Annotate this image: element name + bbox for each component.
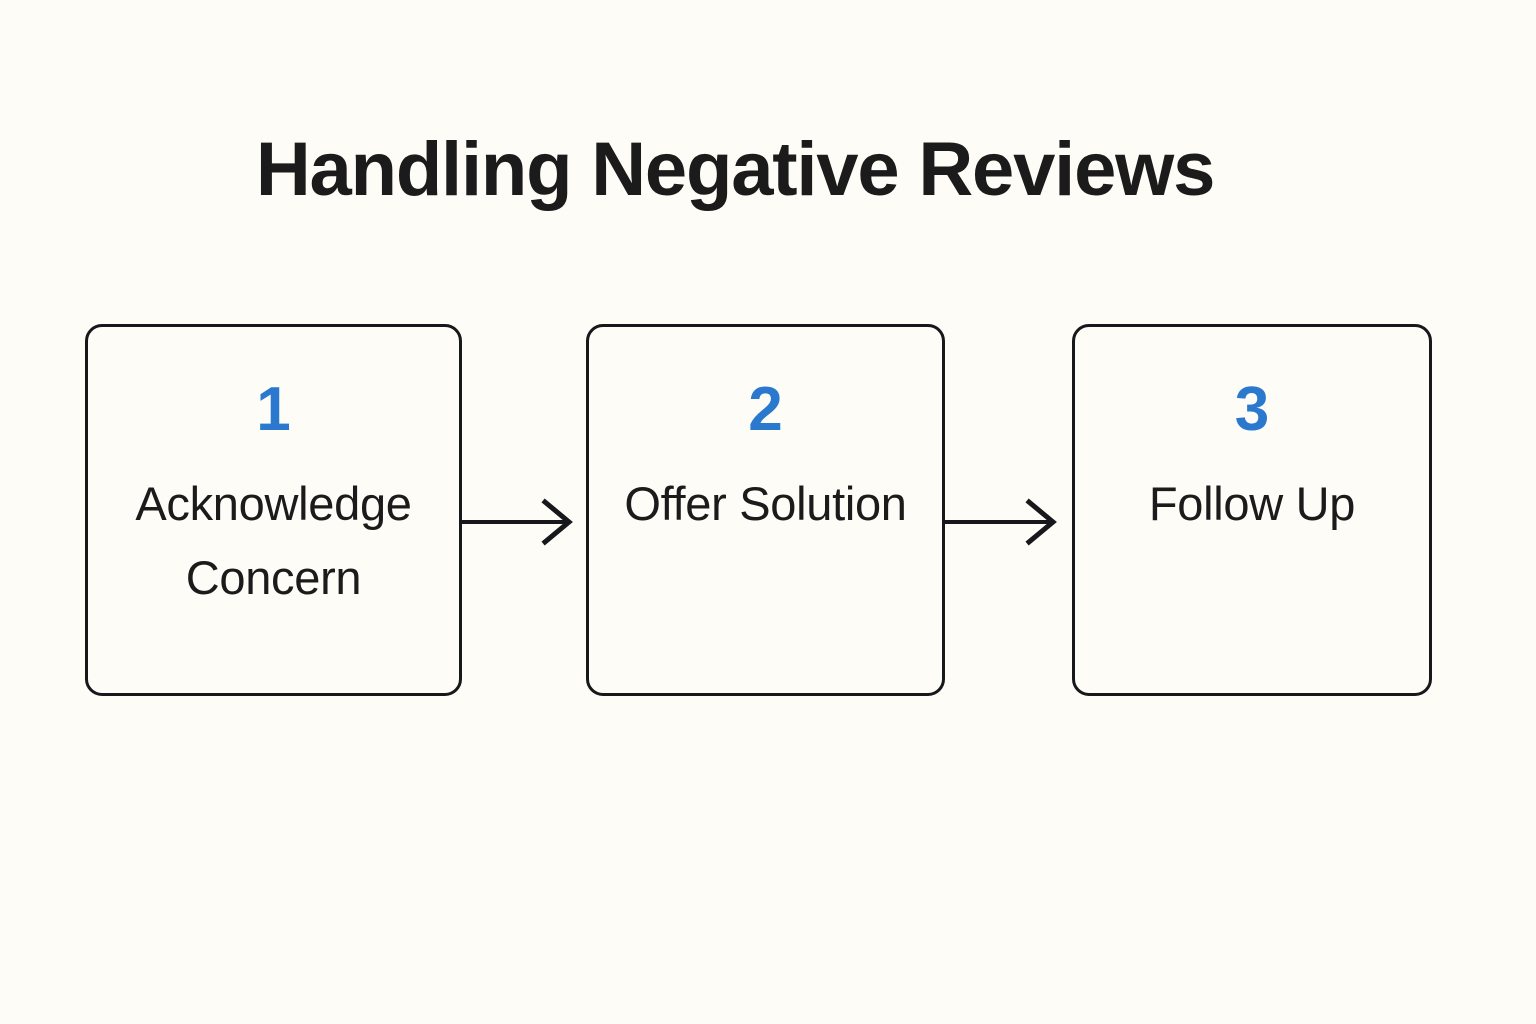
step-number-2: 2 [748, 375, 783, 444]
page-title: Handling Negative Reviews [255, 127, 1216, 212]
step-label-2: Offer Solution [624, 477, 907, 530]
step-label-1: Acknowledge Concern [135, 477, 412, 605]
process-step-1[interactable]: 1 Acknowledge Concern [85, 324, 462, 696]
process-step-2[interactable]: 2 Offer Solution [586, 324, 945, 696]
process-step-3[interactable]: 3 Follow Up [1072, 324, 1432, 696]
step-number-3: 3 [1234, 375, 1270, 444]
arrow-right-icon [945, 496, 1072, 548]
step-number-1: 1 [256, 375, 291, 444]
step-label-3: Follow Up [1148, 477, 1356, 530]
process-flow: 1 Acknowledge Concern 2 Offer Solution 3… [85, 324, 1432, 698]
arrow-right-icon [462, 496, 586, 548]
